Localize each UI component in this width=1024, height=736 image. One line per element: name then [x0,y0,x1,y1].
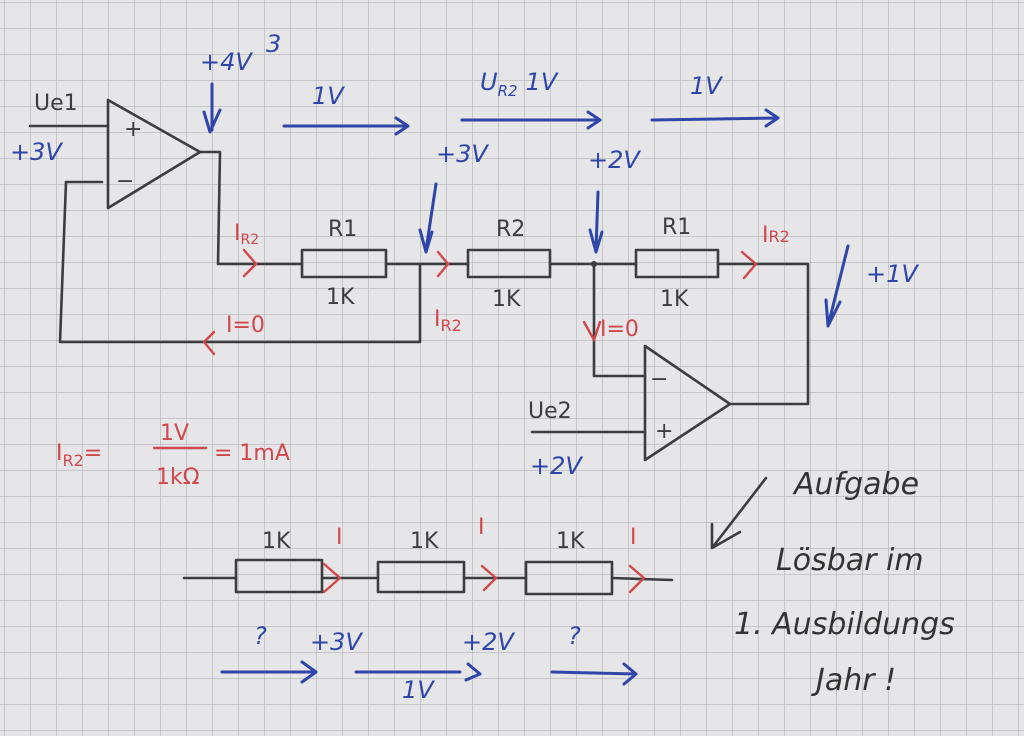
i-r2-label-a: IR2 [234,221,259,248]
node-b-voltage: +2V [588,146,641,174]
r1-left-value: 1K [326,285,355,310]
opamp1-out-voltage: +4V [200,48,253,76]
opamp1-plus: + [124,117,142,142]
opamp2-minus: − [650,367,668,392]
output-voltage: +1V [866,260,919,288]
down-arrow-icon [418,182,438,254]
right-arrow-icon [550,662,638,686]
r1-left-name: R1 [328,217,357,242]
series-i2: I [478,515,485,540]
note-line1: Aufgabe [792,467,919,502]
series-v1: +3V [310,628,363,656]
series-arrow3-label: ? [568,622,581,650]
note-line2: Lösbar im [776,543,924,578]
series-i1: I [336,525,343,550]
opamp-1 [28,98,422,344]
series-r3-value: 1K [556,529,585,554]
formula-numerator: 1V [160,421,189,446]
down-arrow-icon [202,82,222,134]
current-arrow-icon [436,250,450,278]
i-zero-1: I=0 [226,313,265,338]
arrow1-label: 1V [312,82,345,110]
opamp-2 [530,261,732,462]
current-arrow-icon [740,250,758,280]
node-a-voltage: +3V [436,140,489,168]
opamp2-plus: + [655,419,673,444]
ue2-label: Ue2 [528,399,572,424]
series-v2: +2V [462,628,515,656]
series-i3: I [630,525,637,550]
svg-text:IR2=: IR2= [56,441,102,470]
down-arrow-icon [588,190,604,254]
r1-right-value: 1K [660,287,689,312]
series-arrow1-label: ? [254,622,267,650]
pointer-arrow-icon [710,476,768,550]
series-r1-value: 1K [262,529,291,554]
down-arrow-icon [824,244,850,328]
right-arrow-icon [282,116,410,136]
note-line3: 1. Ausbildungs [734,607,955,642]
r1-right-name: R1 [662,215,691,240]
formula: IR2= 1V 1kΩ = 1mA [56,421,290,490]
i-zero-2: I=0 [600,317,639,342]
i-r2-label-b: IR2 [434,307,462,335]
r2-value: 1K [492,287,521,312]
opamp1-minus: − [116,169,134,194]
current-arrow-icon [242,248,258,278]
note-line4: Jahr ! [811,663,896,698]
right-arrow-icon [650,108,780,128]
arrow3-label: 1V [690,72,723,100]
formula-result: = 1mA [214,441,290,466]
right-arrow-icon [354,662,482,682]
right-arrow-icon [460,110,602,130]
ue1-label: Ue1 [34,91,78,116]
right-arrow-icon [220,660,318,684]
series-arrow2-label: 1V [402,676,435,704]
current-arrow-icon [582,320,602,342]
ue1-voltage: +3V [10,138,63,166]
opamp1-out-correction: 3 [266,30,281,58]
i-r2-label-c: IR2 [762,223,790,248]
ue2-voltage: +2V [530,452,583,480]
current-arrow-icon [202,330,216,356]
r2-name: R2 [496,217,525,242]
series-circuit [182,558,674,596]
formula-denominator: 1kΩ [156,465,200,490]
series-r2-value: 1K [410,529,439,554]
